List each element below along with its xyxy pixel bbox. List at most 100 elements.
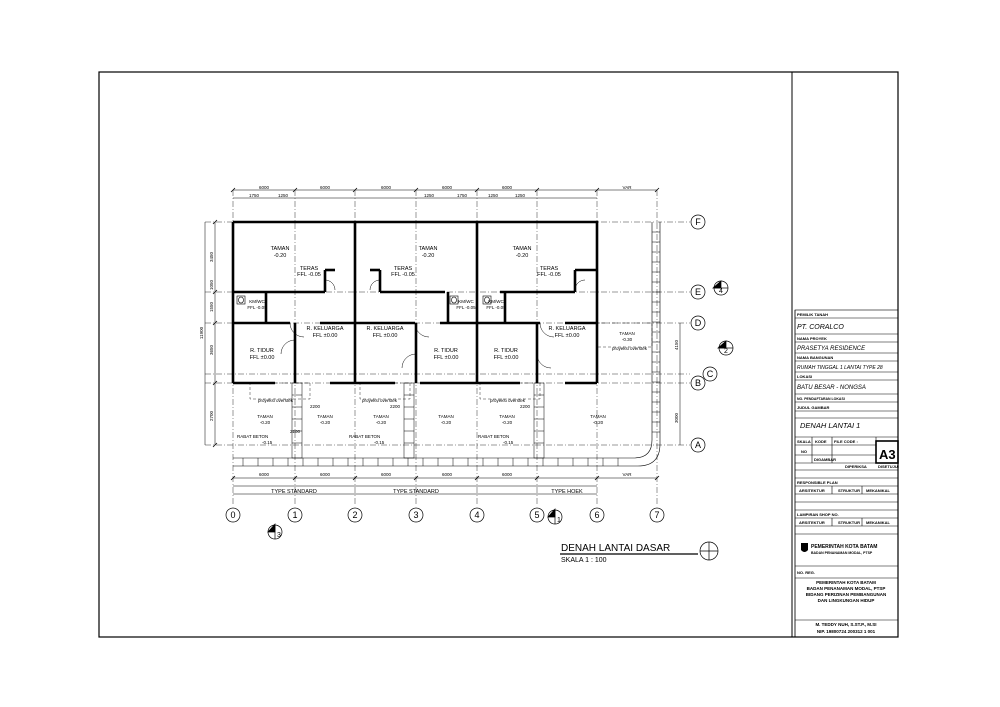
floor-plan: 6000 6000 6000 6000 6000 VAR 1750 1250 1…	[199, 185, 734, 540]
dim-top-6: VAR	[623, 185, 633, 190]
tb-approved: DISETUJUI	[878, 464, 899, 469]
grid-row-c: C	[707, 369, 714, 379]
tb-gov-name: PEMERINTAH KOTA BATAM	[811, 544, 877, 550]
dim-left-1: 3450	[209, 251, 214, 262]
tb-drawn: DIGAMBAR	[814, 457, 836, 462]
grid-col-0: 0	[230, 510, 235, 520]
rabat-label-2: RABAT BETON	[349, 434, 380, 439]
grid-row-b: B	[695, 378, 701, 388]
rabat-level-2: -0.15	[374, 440, 385, 445]
room-tidur-1: R. TIDUR	[250, 348, 274, 354]
rabat-label-3: RABAT BETON	[478, 434, 509, 439]
government-logo-icon	[801, 543, 808, 552]
tb-mep: MEKANIKAL	[866, 488, 891, 493]
overstek-label-2: proyeksi overstek	[362, 398, 398, 403]
tb-gov-sub: BADAN PENANAMAN MODAL, PTSP	[811, 551, 873, 555]
tb-sheet-size: A3	[879, 447, 896, 462]
rabat-level-3: -0.15	[503, 440, 514, 445]
grid-col-3: 3	[413, 510, 418, 520]
room-keluarga-1: R. KELUARGA	[307, 326, 344, 332]
room-tidur-1-level: FFL ±0.00	[250, 355, 275, 361]
type-label-2: TYPE STANDARD	[393, 489, 439, 495]
dim-bottom-inner-1: 2200	[310, 404, 321, 409]
room-taman-9-level: -0.20	[593, 420, 604, 425]
room-taman-4: TAMAN	[257, 414, 272, 419]
room-taman-3-level: -0.20	[516, 253, 529, 259]
dim-right-2: 3000	[674, 412, 679, 423]
drawing-scale: SKALA 1 : 100	[561, 557, 607, 564]
room-tidur-2-level: FFL ±0.00	[434, 355, 459, 361]
room-keluarga-2: R. KELUARGA	[367, 326, 404, 332]
section-mark-1: 1	[557, 517, 561, 524]
tb-sheet-title-label: JUDUL GAMBAR	[797, 405, 829, 410]
room-taman-right-level: -0.30	[622, 337, 633, 342]
room-teras-2-level: FFL -0.05	[391, 272, 415, 278]
dim-top-4: 6000	[442, 185, 453, 190]
type-label-3: TYPE HOEK	[551, 489, 583, 495]
room-taman-9: TAMAN	[590, 414, 605, 419]
room-taman-1-level: -0.20	[274, 253, 287, 259]
tb-building-label: NAMA BANGUNAN	[797, 355, 833, 360]
type-label-1: TYPE STANDARD	[271, 489, 317, 495]
grid-row-f: F	[695, 217, 701, 227]
dim-top-inner-2: 1250	[278, 193, 289, 198]
dim-bottom-inner-3: 2200	[520, 404, 531, 409]
room-taman-8: TAMAN	[499, 414, 514, 419]
dim-top-inner-3: 1250	[424, 193, 435, 198]
dim-bottom-inner-4: 2200	[290, 429, 301, 434]
tb-permit-row: NO. PENDAFTARAN LOKASI	[797, 397, 845, 401]
room-taman-4-level: -0.20	[260, 420, 271, 425]
room-teras-3-level: FFL -0.05	[537, 272, 561, 278]
room-keluarga-2-level: FFL ±0.00	[373, 333, 398, 339]
tb-architect-2: ARSITEKTUR	[799, 520, 825, 525]
room-taman-3: TAMAN	[513, 246, 532, 252]
room-kmwc-2-level: FFL -0.05	[456, 305, 476, 310]
room-taman-1: TAMAN	[271, 246, 290, 252]
room-tidur-3: R. TIDUR	[494, 348, 518, 354]
dim-top-inner-6: 1250	[515, 193, 526, 198]
dim-bottom-1: 6000	[259, 472, 270, 477]
tb-scale-label: SKALA	[797, 439, 811, 444]
tb-nip: NIP. 19800724 200312 1 001	[817, 629, 876, 634]
room-taman-5: TAMAN	[317, 414, 332, 419]
room-taman-2: TAMAN	[419, 246, 438, 252]
section-mark-4: 4	[719, 288, 723, 295]
room-taman-7: TAMAN	[438, 414, 453, 419]
rabat-label-1: RABAT BETON	[237, 434, 268, 439]
dim-bottom-6: VAR	[623, 472, 633, 477]
dim-top-3: 6000	[381, 185, 392, 190]
room-taman-5-level: -0.20	[320, 420, 331, 425]
north-arrow-icon	[699, 541, 719, 561]
room-teras-1: TERAS	[300, 266, 319, 272]
tb-mep-2: MEKANIKAL	[866, 520, 891, 525]
dim-top-inner-5: 1250	[488, 193, 499, 198]
room-kmwc-3-level: FFL -0.05	[486, 305, 506, 310]
dim-top-inner-1: 1750	[249, 193, 260, 198]
tb-location-label: LOKASI	[797, 374, 812, 379]
room-tidur-3-level: FFL ±0.00	[494, 355, 519, 361]
dim-bottom-2: 6000	[320, 472, 331, 477]
room-taman-right: TAMAN	[619, 331, 634, 336]
tb-location: BATU BESAR - NONGSA	[797, 385, 866, 391]
room-taman-8-level: -0.20	[502, 420, 513, 425]
tb-approval-3: BIDANG PERIZINAN PEMBANGUNAN	[806, 592, 887, 597]
title-block	[794, 309, 899, 638]
room-kmwc-2: KM/WC	[458, 299, 474, 304]
walkways	[291, 382, 545, 459]
room-taman-2-level: -0.20	[422, 253, 435, 259]
drawing-title: DENAH LANTAI DASAR	[561, 543, 670, 554]
tb-code-label: KODE	[815, 439, 827, 444]
grid-col-7: 7	[654, 510, 659, 520]
room-keluarga-3-level: FFL ±0.00	[555, 333, 580, 339]
room-keluarga-1-level: FFL ±0.00	[313, 333, 338, 339]
dim-left-2: 1050	[209, 279, 214, 290]
tb-project-label: NAMA PROYEK	[797, 336, 827, 341]
tb-building: RUMAH TINGGAL 1 LANTAI TYPE 28	[797, 365, 883, 371]
grid-col-4: 4	[474, 510, 479, 520]
row-grid-bubbles	[690, 214, 718, 453]
dim-bottom-4: 6000	[442, 472, 453, 477]
tb-revision: LAMPIRAN SHOP NO.	[797, 512, 839, 517]
dim-left-3: 1550	[209, 301, 214, 312]
room-taman-6: TAMAN	[373, 414, 388, 419]
